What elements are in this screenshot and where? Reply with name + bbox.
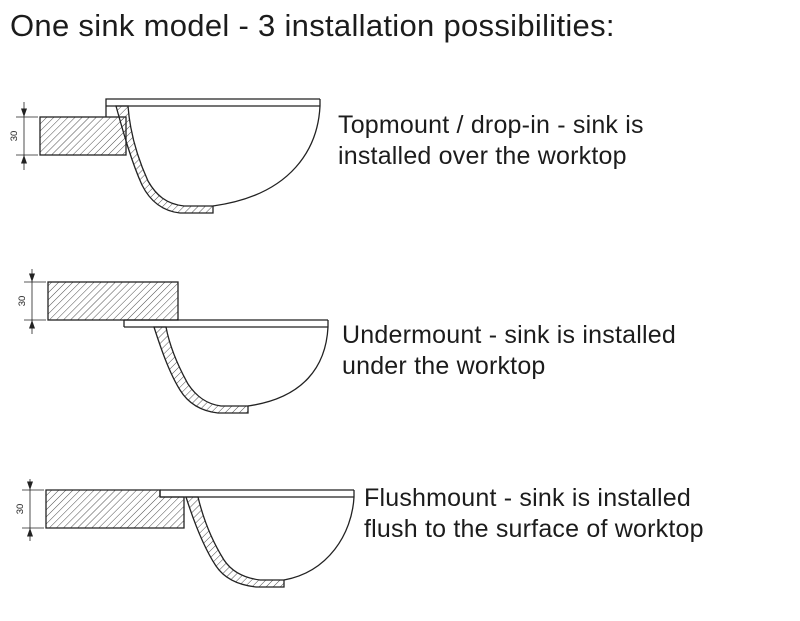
dim-arrow-bottom xyxy=(27,528,33,537)
dim-arrow-top xyxy=(29,273,35,282)
sink-wall-section xyxy=(115,105,214,214)
desc-line: Flushmount - sink is installed xyxy=(364,484,691,512)
undermount-drawing: 30 xyxy=(17,269,329,414)
dim-label: 30 xyxy=(17,296,28,307)
desc-line: installed over the worktop xyxy=(338,142,627,170)
sink-rim xyxy=(159,489,355,498)
bowl-profile xyxy=(283,496,355,581)
flushmount-drawing: 30 xyxy=(15,479,355,588)
sink-wall-section xyxy=(153,326,249,414)
worktop-section xyxy=(39,116,127,156)
dim-arrow-top xyxy=(21,108,27,117)
dim-arrow-bottom xyxy=(29,320,35,329)
flushmount-description: Flushmount - sink is installed flush to … xyxy=(364,483,704,545)
bowl-profile xyxy=(247,326,329,407)
topmount-drawing: 30 xyxy=(9,98,321,214)
dim-label: 30 xyxy=(15,504,26,515)
bowl-profile xyxy=(212,105,321,207)
page-title: One sink model - 3 installation possibil… xyxy=(10,8,615,43)
desc-line: Topmount / drop-in - sink is xyxy=(338,111,644,139)
dim-arrow-top xyxy=(27,481,33,490)
sink-rim xyxy=(105,98,321,117)
worktop-section xyxy=(47,281,179,321)
undermount-description: Undermount - sink is installed under the… xyxy=(342,320,676,382)
dimension-30-flushmount: 30 xyxy=(15,479,44,541)
dimension-30-topmount: 30 xyxy=(9,102,38,170)
desc-line: under the worktop xyxy=(342,352,546,380)
sink-rim xyxy=(123,319,329,328)
desc-line: flush to the surface of worktop xyxy=(364,515,704,543)
dim-label: 30 xyxy=(9,131,20,142)
dim-arrow-bottom xyxy=(21,155,27,164)
topmount-description: Topmount / drop-in - sink is installed o… xyxy=(338,110,644,172)
desc-line: Undermount - sink is installed xyxy=(342,321,676,349)
worktop-section xyxy=(45,489,185,529)
dimension-30-undermount: 30 xyxy=(17,269,46,334)
sink-wall-section xyxy=(185,496,285,588)
